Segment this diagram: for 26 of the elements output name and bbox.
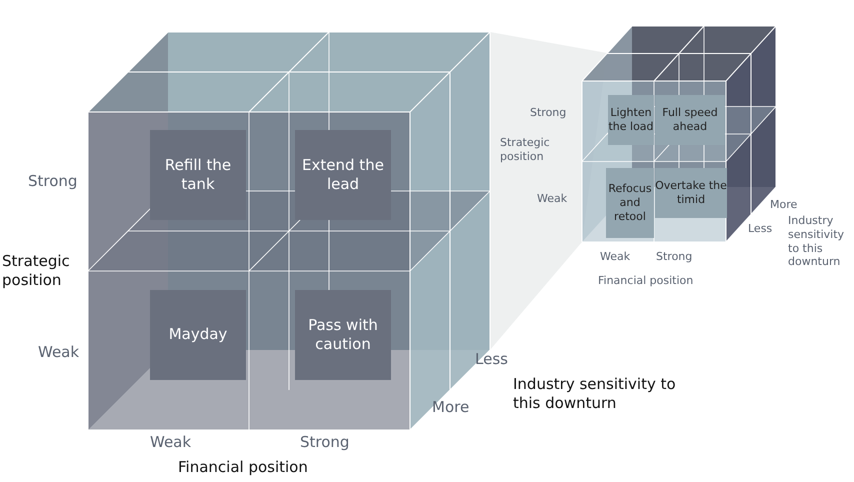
axis-value: Weak [537, 192, 568, 206]
matrix-cell: Lighten the load [608, 95, 654, 145]
axis-value: More [770, 198, 798, 212]
matrix-cell: Pass with caution [295, 290, 391, 380]
axis-value: Strong [300, 433, 350, 452]
axis-value: Weak [600, 250, 630, 264]
axis-title: Financial position [178, 458, 308, 477]
axis-title: Financial position [598, 274, 694, 288]
matrix-cell: Mayday [150, 290, 246, 380]
axis-title: Strategic position [2, 252, 71, 290]
matrix-cell: Full speed ahead [655, 95, 725, 145]
axis-title: Industry sensitivity to this downturn [513, 375, 677, 412]
axis-value: Less [748, 222, 772, 236]
axis-value: Strong [28, 172, 78, 191]
axis-title: Strategic position [500, 136, 551, 164]
axis-title: Industry sensitivity to this downturn [788, 214, 846, 269]
axis-value: More [432, 398, 470, 417]
axis-value: Less [475, 350, 508, 369]
axis-value: Weak [38, 343, 80, 362]
matrix-cell: Refill the tank [150, 130, 246, 220]
matrix-cell: Overtake the timid [655, 168, 727, 218]
axis-value: Strong [530, 106, 566, 120]
axis-value: Weak [150, 433, 192, 452]
axis-value: Strong [656, 250, 692, 264]
matrix-cell: Refocus and retool [606, 168, 654, 238]
matrix-cell: Extend the lead [295, 130, 391, 220]
